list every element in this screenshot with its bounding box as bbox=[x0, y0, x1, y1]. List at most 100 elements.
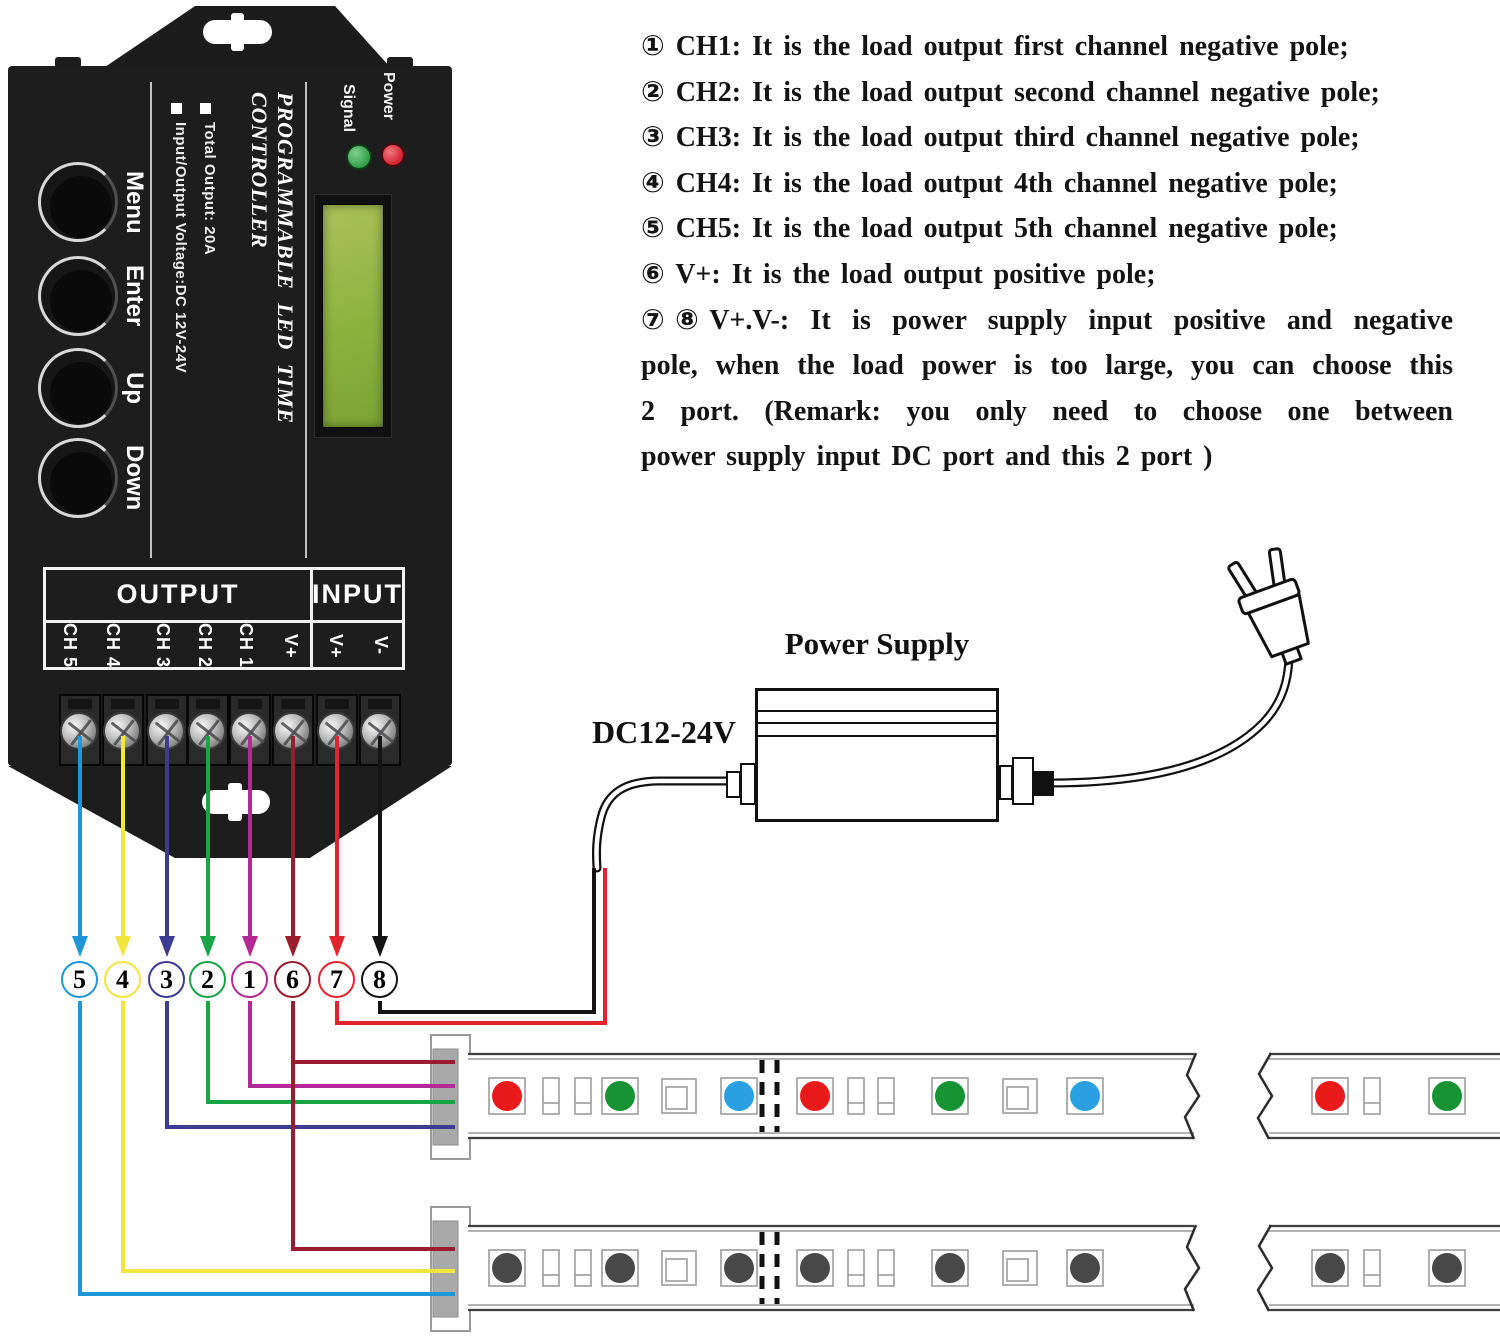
led-chip bbox=[935, 1081, 965, 1111]
case-screw-tab bbox=[55, 57, 81, 68]
input-header: INPUT bbox=[312, 579, 403, 609]
power-led bbox=[381, 143, 405, 167]
component-inner bbox=[665, 1086, 688, 1110]
led-chip bbox=[1315, 1081, 1345, 1111]
hanging-slot-top-notch bbox=[231, 13, 244, 23]
wire-route-4 bbox=[121, 1001, 455, 1273]
led-chip bbox=[1070, 1081, 1100, 1111]
note-line: power supply input DC port and this 2 po… bbox=[641, 441, 1213, 473]
resistor bbox=[542, 1249, 560, 1287]
power-supply-title: Power Supply bbox=[784, 626, 970, 661]
wire-arrowhead-2 bbox=[200, 936, 216, 957]
psu-ac-connector bbox=[1012, 757, 1034, 805]
signal-led bbox=[346, 144, 372, 170]
screw-notch bbox=[238, 699, 262, 709]
wire-arrowhead-8 bbox=[372, 936, 388, 957]
psu-dc-connector bbox=[740, 763, 756, 805]
psu-ac-connector bbox=[999, 765, 1013, 800]
resistor bbox=[847, 1077, 865, 1115]
terminal-label-6: V+ bbox=[281, 633, 301, 659]
power-led-label: Power bbox=[380, 72, 397, 121]
button-cap bbox=[50, 270, 112, 332]
screw-notch bbox=[196, 699, 220, 709]
power-supply-voltage-label: DC12-24V bbox=[592, 714, 736, 750]
screw-terminal-2 bbox=[187, 694, 229, 766]
terminal-label-3: CH 3 bbox=[153, 623, 173, 669]
terminal-label-2: CH 2 bbox=[195, 623, 215, 669]
psu-ac-connector-plug bbox=[1033, 771, 1054, 796]
button-cap bbox=[50, 362, 112, 424]
button-down bbox=[38, 438, 118, 518]
led-chip bbox=[1315, 1253, 1345, 1283]
led-chip bbox=[1432, 1253, 1462, 1283]
screw-notch bbox=[281, 699, 305, 709]
screw-head bbox=[317, 712, 355, 750]
button-label-menu: Menu bbox=[121, 170, 148, 234]
torn-edge bbox=[1183, 1052, 1201, 1140]
torn-edge bbox=[1183, 1224, 1201, 1312]
component-inner bbox=[1006, 1258, 1029, 1282]
annotation-notes: ① CH1: It is the load output first chann… bbox=[641, 24, 1461, 480]
note-line: ⑤ CH5: It is the load output 5th channel… bbox=[641, 213, 1338, 245]
lcd-screen bbox=[322, 204, 384, 428]
resistor bbox=[1363, 1077, 1381, 1115]
ac-plug bbox=[1227, 547, 1310, 666]
wire-route-2 bbox=[206, 1001, 455, 1104]
wire-route-7 bbox=[335, 868, 607, 1025]
led-chip bbox=[1432, 1081, 1462, 1111]
led-chip bbox=[1070, 1253, 1100, 1283]
case-screw-tab bbox=[387, 57, 413, 68]
resistor bbox=[574, 1077, 592, 1115]
psu-ridge bbox=[758, 710, 996, 712]
wire-arrowhead-6 bbox=[285, 936, 301, 957]
wire-arrowhead-5 bbox=[72, 936, 88, 957]
wire-arrowhead-1 bbox=[242, 936, 258, 957]
panel-divider bbox=[150, 82, 152, 558]
button-label-enter: Enter bbox=[121, 265, 148, 327]
screw-notch bbox=[111, 699, 135, 709]
button-enter bbox=[38, 256, 118, 336]
led-chip bbox=[724, 1253, 754, 1283]
note-line: ② CH2: It is the load output second chan… bbox=[641, 76, 1380, 108]
wire-number-4: 4 bbox=[104, 961, 141, 998]
psu-cord bbox=[1045, 654, 1294, 788]
button-menu bbox=[38, 162, 118, 242]
psu-ridge bbox=[758, 735, 996, 737]
power-supply-box bbox=[755, 688, 999, 822]
wire-number-8: 8 bbox=[361, 961, 398, 998]
torn-edge bbox=[1256, 1224, 1274, 1312]
note-line: ④ CH4: It is the load output 4th channel… bbox=[641, 167, 1338, 199]
table-row-divider bbox=[46, 620, 402, 623]
hanging-slot-bottom-notch bbox=[228, 811, 242, 821]
terminal-label-8: V- bbox=[371, 636, 391, 656]
spec-text: Total Output: 20A bbox=[201, 122, 218, 256]
button-cap bbox=[50, 452, 112, 514]
resistor bbox=[542, 1077, 560, 1115]
led-chip bbox=[800, 1253, 830, 1283]
wire-number-3: 3 bbox=[148, 961, 185, 998]
led-chip bbox=[492, 1253, 522, 1283]
screw-notch bbox=[155, 699, 179, 709]
led-chip bbox=[605, 1081, 635, 1111]
component bbox=[661, 1078, 697, 1114]
note-line: pole, when the load power is too large, … bbox=[641, 350, 1453, 382]
wire-arrowhead-4 bbox=[115, 936, 131, 957]
resistor bbox=[574, 1249, 592, 1287]
psu-cord-core bbox=[594, 778, 745, 871]
component bbox=[1002, 1250, 1038, 1286]
wire-route-8 bbox=[378, 868, 596, 1014]
wire-route-6 bbox=[291, 1001, 455, 1251]
signal-led-label: Signal bbox=[340, 84, 357, 133]
psu-ridge bbox=[758, 722, 996, 724]
resistor bbox=[877, 1249, 895, 1287]
spec-text: Input/Output Voltage:DC 12V-24V bbox=[172, 122, 189, 374]
spec-bullet bbox=[171, 103, 182, 114]
led-chip bbox=[800, 1081, 830, 1111]
spec-bullet bbox=[200, 103, 211, 114]
resistor bbox=[847, 1249, 865, 1287]
note-line: ③ CH3: It is the load output third chann… bbox=[641, 122, 1360, 154]
note-line: 2 port. (Remark: you only need to choose… bbox=[641, 395, 1453, 427]
component-inner bbox=[1006, 1086, 1029, 1110]
